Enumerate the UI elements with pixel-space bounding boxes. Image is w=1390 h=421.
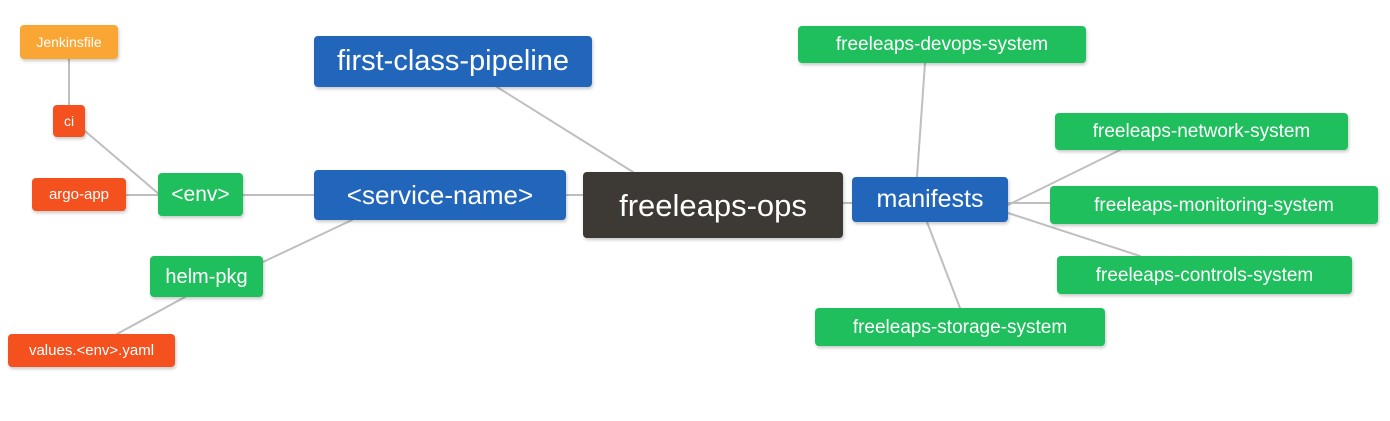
node-label-manifests: manifests [876,185,984,213]
node-label-freeleaps-network-system: freeleaps-network-system [1092,121,1311,142]
node-argo-app[interactable]: argo-app [32,178,126,211]
node-env[interactable]: <env> [158,173,243,216]
edge-first-class-pipeline-to-freeleaps-ops [496,86,634,173]
node-freeleaps-devops-system[interactable]: freeleaps-devops-system [798,26,1086,63]
node-label-ci: ci [63,113,75,129]
node-label-freeleaps-ops: freeleaps-ops [619,187,807,223]
node-values-yaml[interactable]: values.<env>.yaml [8,334,175,367]
node-label-jenkinsfile: Jenkinsfile [36,34,102,50]
node-label-env: <env> [171,183,230,206]
node-freeleaps-controls-system[interactable]: freeleaps-controls-system [1057,256,1352,294]
node-manifests[interactable]: manifests [852,177,1008,222]
edge-service-name-to-helm-pkg [262,219,353,263]
node-label-argo-app: argo-app [48,186,110,203]
node-label-first-class-pipeline: first-class-pipeline [336,45,570,77]
node-freeleaps-storage-system[interactable]: freeleaps-storage-system [815,308,1105,346]
node-label-freeleaps-controls-system: freeleaps-controls-system [1095,264,1314,286]
node-label-helm-pkg: helm-pkg [165,265,248,288]
node-label-freeleaps-monitoring-system: freeleaps-monitoring-system [1094,194,1334,216]
node-ci[interactable]: ci [53,105,85,137]
node-label-values-yaml: values.<env>.yaml [28,342,155,359]
node-helm-pkg[interactable]: helm-pkg [150,256,263,297]
node-service-name[interactable]: <service-name> [314,170,566,220]
node-jenkinsfile[interactable]: Jenkinsfile [20,25,118,59]
node-label-service-name: <service-name> [346,180,534,210]
node-label-freeleaps-devops-system: freeleaps-devops-system [835,34,1049,55]
node-label-freeleaps-storage-system: freeleaps-storage-system [852,316,1068,338]
node-freeleaps-ops[interactable]: freeleaps-ops [583,172,843,238]
node-first-class-pipeline[interactable]: first-class-pipeline [314,36,592,87]
edge-helm-pkg-to-values-yaml [116,296,186,335]
edge-freeleaps-devops-system-to-manifests [916,62,926,178]
edge-manifests-to-freeleaps-storage-system [926,221,961,309]
node-freeleaps-network-system[interactable]: freeleaps-network-system [1055,113,1348,150]
node-freeleaps-monitoring-system[interactable]: freeleaps-monitoring-system [1050,186,1378,224]
